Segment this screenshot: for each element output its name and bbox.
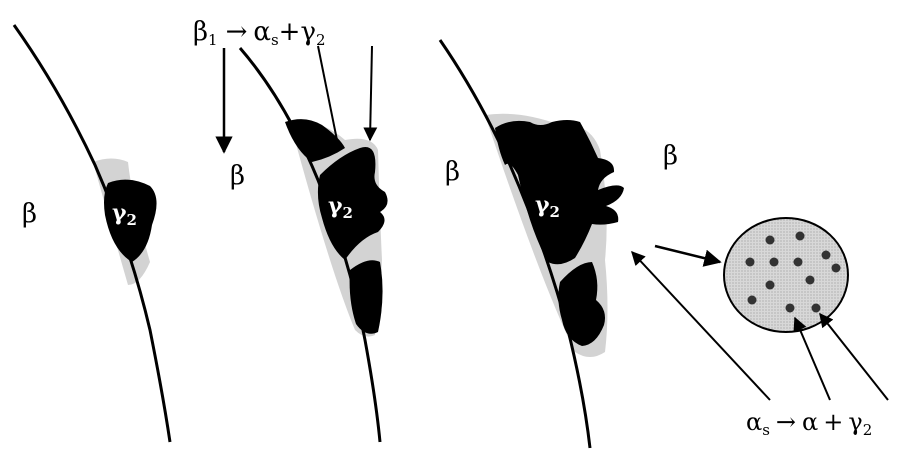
reaction2-reactant-sub: s [762, 421, 770, 439]
svg-text:β1→αs+γ2: β1→αs+γ2 [193, 17, 326, 49]
panel3-gamma2-sub: 2 [550, 203, 560, 221]
reaction2-product1: α [802, 408, 818, 436]
reaction2-arrow-to-gamma [820, 314, 888, 400]
reaction1-gamma2-pointer [370, 46, 372, 140]
reaction1-plus: + [279, 17, 301, 47]
reaction1-arrow: → [226, 17, 248, 47]
panel2-beta-label: β [230, 161, 245, 191]
reaction2-arrow-to-alpha [795, 318, 830, 400]
panel2-gamma2-sub: 2 [343, 204, 353, 222]
reaction2-product2-sub: 2 [863, 421, 873, 439]
panel-3: β β γ2 [440, 40, 678, 448]
svg-text:αs→α+γ2: αs→α+γ2 [746, 408, 872, 439]
reaction1-reactant: β [193, 17, 208, 47]
reaction1-product1: α [253, 17, 271, 47]
reaction2-arrow: → [776, 408, 796, 436]
inset-zoom-arrow [655, 246, 720, 262]
reaction1-product1-sub: s [271, 31, 279, 49]
inset-alpha-s-circle [724, 218, 848, 332]
panel1-beta-label: β [22, 199, 37, 229]
reaction2-reactant: α [746, 408, 762, 436]
inset: αs→α+γ2 [632, 218, 888, 439]
reaction2-product2: γ [848, 408, 862, 436]
panel-1: β γ2 [14, 25, 170, 442]
reaction1-product2: γ [300, 17, 316, 47]
panel3-beta-left-label: β [445, 157, 460, 187]
reaction1-reactant-sub: 1 [208, 31, 218, 49]
panel1-gamma2-sub: 2 [127, 211, 137, 229]
reaction2-plus: + [823, 408, 843, 436]
panel-2: β1→αs+γ2 β γ2 [193, 17, 388, 442]
panel1-gamma2-label: γ [112, 200, 127, 226]
panel2-gamma2-label: γ [328, 193, 343, 219]
panel3-gamma2-label: γ [535, 192, 550, 218]
panel3-beta-right-label: β [663, 141, 678, 171]
